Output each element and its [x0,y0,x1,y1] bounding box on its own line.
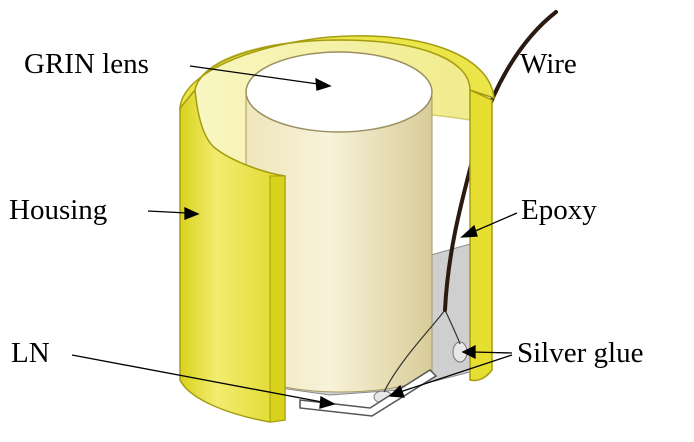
leader-grin-lens [189,65,319,85]
wire-lead-1 [383,309,446,393]
leader-epoxy [472,212,518,233]
leader-lines [71,65,518,409]
grin-lens-top [245,51,433,133]
arrow-ln [319,395,336,409]
label-wire: Wire [520,48,577,80]
arrow-grin-lens [315,77,332,91]
arrow-silver-glue-1 [461,344,476,360]
label-silver-glue: Silver glue [517,337,643,369]
arrow-housing [184,206,200,220]
leader-ln [71,354,323,403]
leader-housing [147,210,188,214]
label-housing: Housing [9,194,107,226]
housing-cut-edge [269,175,286,423]
arrow-epoxy [460,224,478,238]
label-grin-lens: GRIN lens [24,48,149,80]
housing-top-rim [179,35,495,111]
label-ln: LN [11,337,50,369]
arrow-silver-glue-2 [388,384,405,398]
housing-right-wall [469,88,493,382]
leader-silver-glue-2 [399,354,513,393]
wire-lead-2 [444,309,461,345]
leader-silver-glue-1 [472,351,513,354]
label-epoxy: Epoxy [521,194,597,226]
